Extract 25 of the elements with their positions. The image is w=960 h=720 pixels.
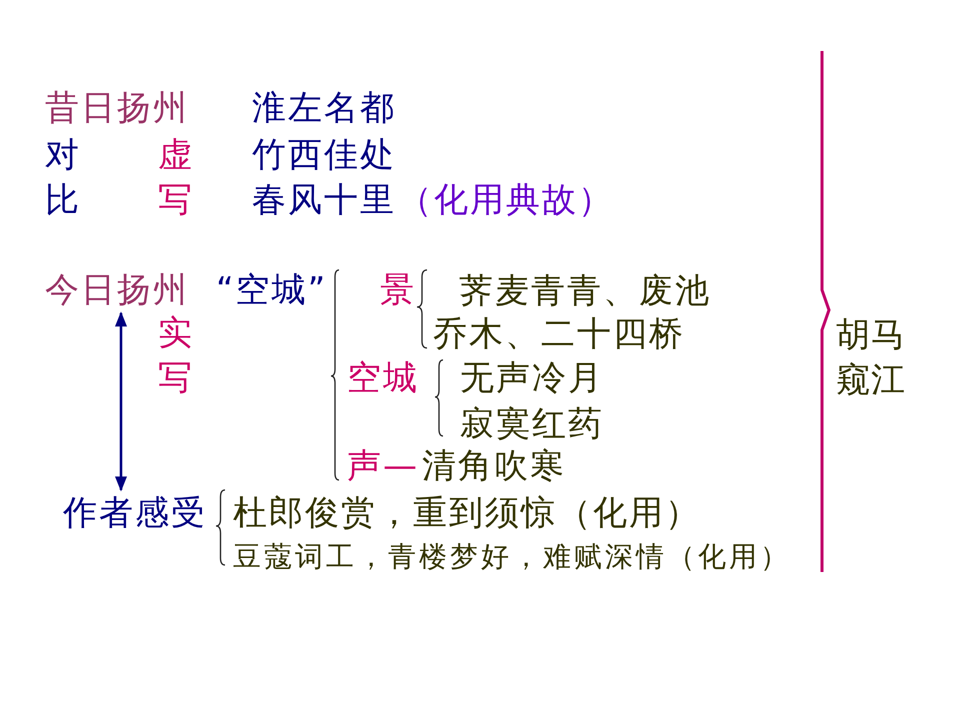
verse-phrase: 春风十里 — [252, 180, 396, 220]
category-label: 声— — [347, 446, 419, 486]
category-label: 写 — [158, 358, 194, 398]
category-label: 写 — [158, 180, 194, 220]
category-label: 实 — [158, 313, 194, 353]
topic-heading: 昔日扬州 — [45, 88, 189, 128]
quoted-term: “空城” — [216, 270, 328, 310]
verse-phrase: 荠麦青青、废池乔木、二十四桥 — [433, 270, 712, 356]
topic-heading: 今日扬州 — [45, 270, 189, 310]
verse-phrase: 寂寞红药 — [460, 404, 604, 444]
verse-phrase: 杜郎俊赏，重到须惊（化用） — [233, 493, 701, 533]
verse-phrase: 清角吹寒 — [422, 446, 566, 486]
topic-heading: 作者感受 — [63, 493, 207, 533]
category-label: 景 — [380, 270, 416, 310]
verse-phrase: 淮左名都 — [252, 88, 396, 128]
category-label: 虚 — [158, 135, 194, 175]
category-label: 空城 — [347, 358, 419, 398]
category-label: 对 — [45, 135, 81, 175]
annotation-note: （化用典故） — [398, 180, 614, 220]
verse-phrase: 豆蔻词工，青楼梦好，难赋深情（化用） — [233, 539, 791, 575]
verse-phrase: 胡马窥江 — [836, 314, 907, 402]
verse-phrase: 竹西佳处 — [252, 135, 396, 175]
category-label: 比 — [45, 180, 81, 220]
double-arrow — [115, 312, 127, 492]
verse-phrase: 无声冷月 — [460, 358, 604, 398]
